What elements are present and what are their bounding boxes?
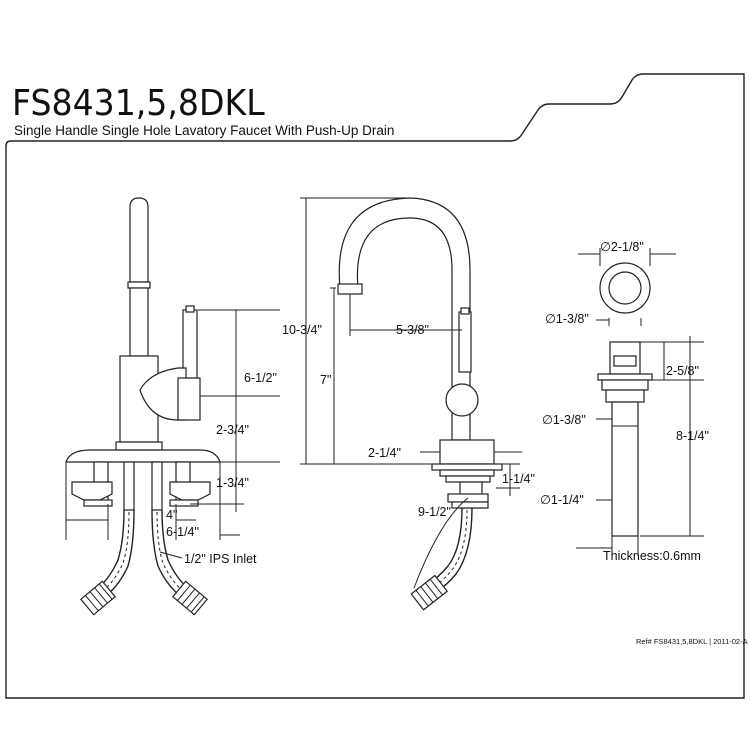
drain-view: ∅2-1/8" ∅1-3/8" 2-5/8" ∅1-3/8" 8-1/4" ∅1… <box>540 240 709 563</box>
drain-total-label: 8-1/4" <box>676 429 709 443</box>
side-shank-label: 1-1/4" <box>502 472 535 486</box>
side-reach-label: 5-3/8" <box>396 323 429 337</box>
side-total-height-label: 10-3/4" <box>282 323 322 337</box>
reference-code: Ref# FS8431,5,8DKL | 2011-02-A <box>636 637 748 646</box>
drain-thickness-label: Thickness:0.6mm <box>603 549 701 563</box>
side-view-dimensions: 10-3/4" 7" 5-3/8" 2-1/4" 1-1/4" 9-1/2" <box>282 197 535 589</box>
front-inlet-label: 1/2" IPS Inlet <box>184 552 257 566</box>
front-spout-base-label: 2-3/4" <box>216 423 249 437</box>
drain-flange-label: ∅2-1/8" <box>600 240 644 254</box>
product-description: Single Handle Single Hole Lavatory Fauce… <box>14 123 395 138</box>
side-base-label: 2-1/4" <box>368 446 401 460</box>
side-hose-label: 9-1/2" <box>418 505 451 519</box>
side-view-faucet <box>337 197 503 611</box>
front-view-faucet <box>65 197 221 616</box>
side-spout-height-label: 7" <box>320 373 331 387</box>
front-spread-label: 4" <box>166 508 177 522</box>
drain-top-label: ∅1-3/8" <box>545 312 589 326</box>
model-title: FS8431,5,8DKL <box>12 83 265 124</box>
drain-tail-label: ∅1-1/4" <box>540 493 584 507</box>
front-shank-label: 1-3/4" <box>216 476 249 490</box>
drain-body-label: ∅1-3/8" <box>542 413 586 427</box>
front-height-label: 6-1/2" <box>244 371 277 385</box>
drain-body-height-label: 2-5/8" <box>666 364 699 378</box>
front-plate-label: 6-1/4" <box>166 525 199 539</box>
title-frame <box>5 73 745 699</box>
front-view-dimensions: 6-1/2" 2-3/4" 1-3/4" 4" 6-1/4" 1/2" IPS … <box>65 309 280 566</box>
